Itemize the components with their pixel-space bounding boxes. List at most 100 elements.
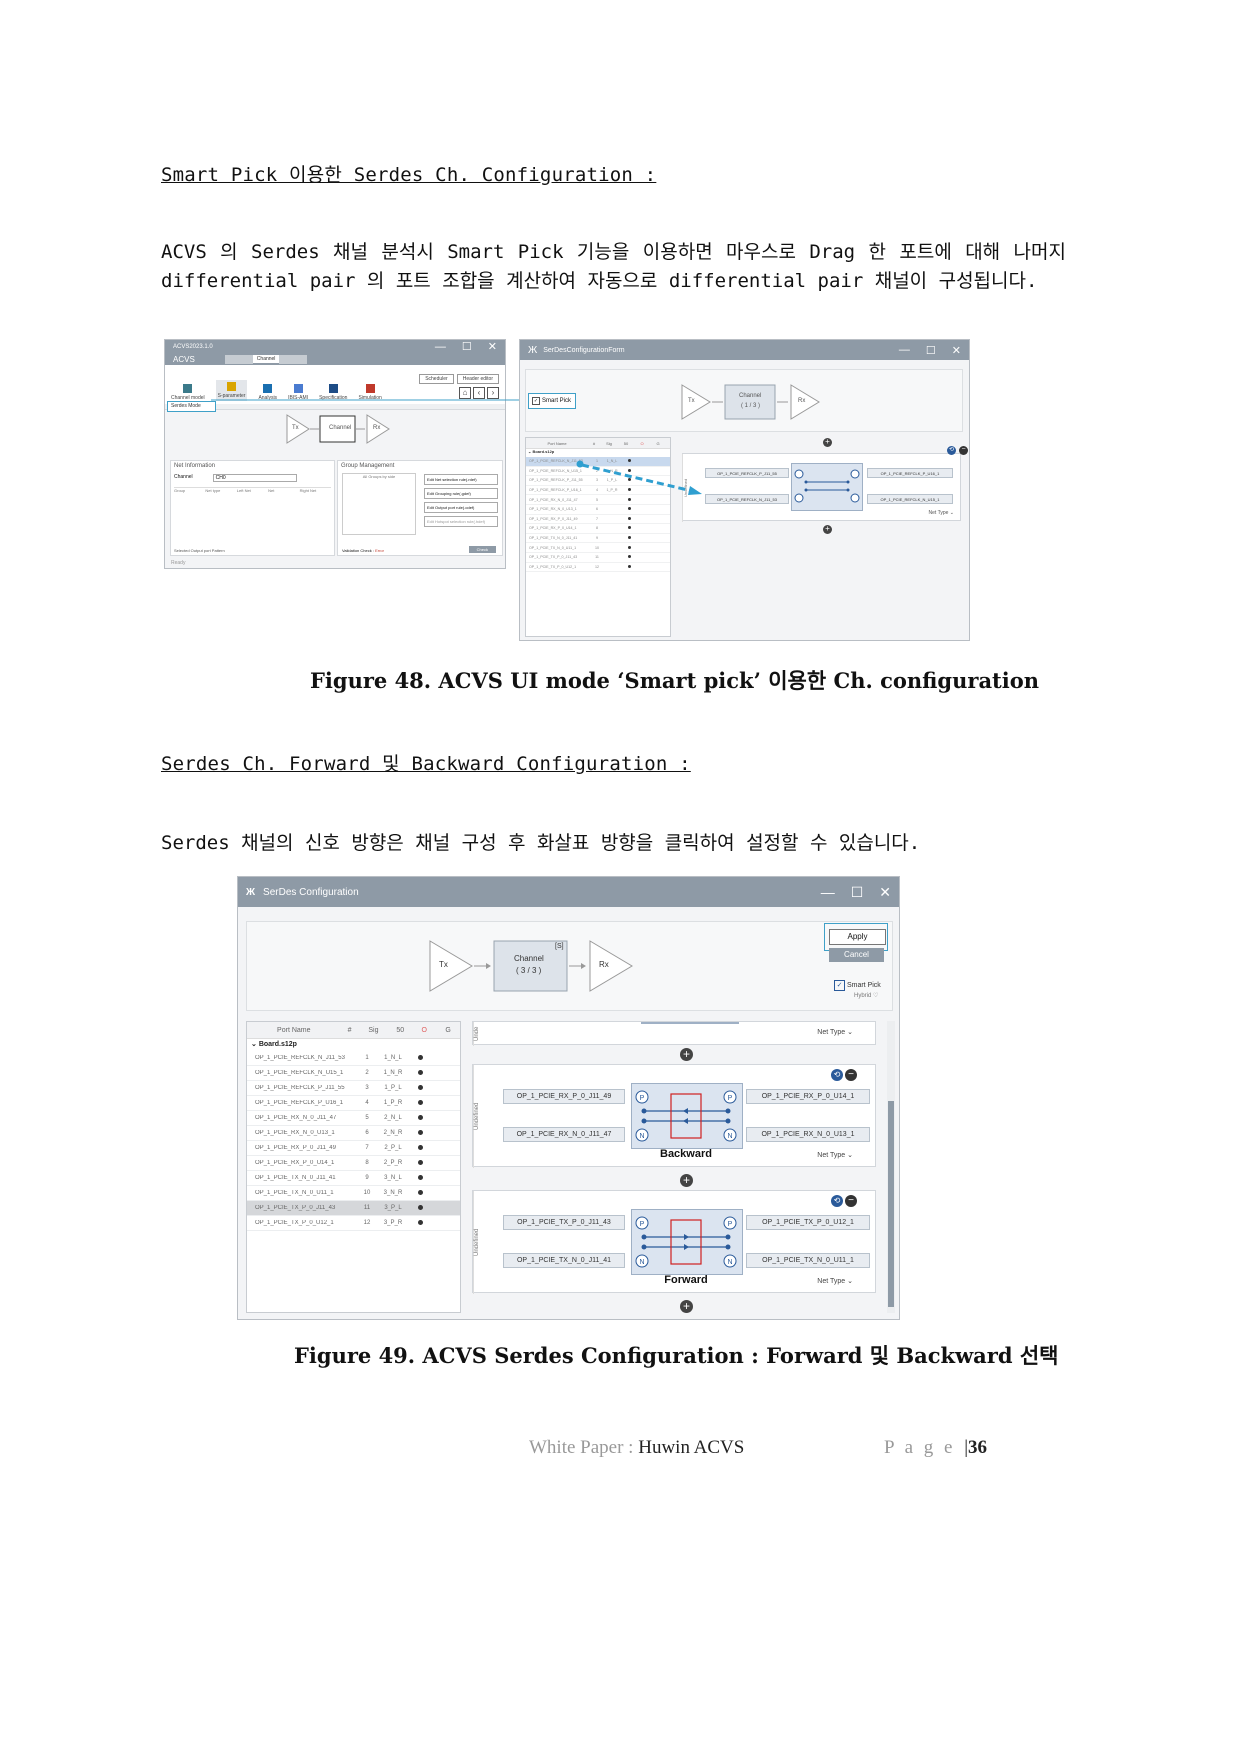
smart-pick-checkbox[interactable]: ✓ Smart Pick [834, 980, 881, 991]
chevron-left-icon[interactable]: ‹ [473, 387, 485, 399]
close-icon[interactable]: ✕ [879, 883, 891, 900]
col-port-name[interactable]: Port Name [277, 1026, 311, 1034]
tab-right[interactable] [279, 354, 308, 364]
port-right-bottom[interactable]: OP_1_PCIE_TX_N_0_U11_1 [746, 1253, 870, 1268]
swap-direction-icon[interactable]: ⟲ [831, 1195, 843, 1207]
maximize-icon[interactable]: ☐ [925, 344, 936, 357]
analysis-button[interactable]: Analysis [258, 384, 277, 401]
scheduler-button[interactable]: Scheduler [419, 374, 454, 384]
smart-pick-checkbox[interactable]: ✓Smart Pick [528, 393, 576, 409]
pair-connector[interactable] [791, 463, 863, 511]
groups-list[interactable]: All Groups by side [342, 473, 416, 535]
net-type-select[interactable]: Net Type ⌄ [928, 510, 954, 516]
port-right-top[interactable]: OP_1_PCIE_TX_P_0_U12_1 [746, 1215, 870, 1230]
port-right-top[interactable]: OP_1_PCIE_RX_P_0_U14_1 [746, 1089, 870, 1104]
ibis-ami-button[interactable]: IBIS-AMI [288, 384, 308, 401]
net-type-select[interactable]: Net Type ⌄ [817, 1029, 853, 1036]
tab-left[interactable] [224, 354, 253, 364]
col-50[interactable]: 50 [396, 1026, 405, 1034]
home-icon[interactable]: ⌂ [459, 387, 471, 399]
port-right-top[interactable]: OP_1_PCIE_REFCLK_P_U16_1 [867, 468, 953, 478]
add-group-icon[interactable]: + [823, 525, 832, 534]
port-right-bottom[interactable]: OP_1_PCIE_RX_N_0_U13_1 [746, 1127, 870, 1142]
net-type-select[interactable]: Net Type ⌄ [817, 1278, 853, 1285]
check-button[interactable]: Check [468, 546, 496, 553]
port-left-bottom[interactable]: OP_1_PCIE_RX_N_0_J11_47 [503, 1127, 625, 1142]
minimize-icon[interactable]: — [820, 884, 835, 900]
remove-group-icon[interactable]: − [845, 1195, 857, 1207]
edit-grouping-rule-button[interactable]: Edit Grouping rule(.gdef) [424, 488, 498, 499]
chevron-right-icon[interactable]: › [487, 387, 499, 399]
port-left-top[interactable]: OP_1_PCIE_REFCLK_P_J11_55 [705, 468, 789, 478]
col-num[interactable]: # [592, 440, 596, 446]
direction-connector[interactable]: P P N N [631, 1209, 743, 1275]
tree-root[interactable]: ⌄ Board.s12p [528, 449, 555, 454]
col-o[interactable]: O [421, 1026, 427, 1034]
col-g[interactable]: G [656, 440, 660, 446]
direction-label[interactable]: Backward [660, 1148, 712, 1160]
edit-hotspot-rule-button[interactable]: Edit Hotspot selection rule(.hdef) [424, 516, 498, 527]
port-left-bottom[interactable]: OP_1_PCIE_REFCLK_N_J11_53 [705, 494, 789, 504]
col-50[interactable]: 50 [623, 440, 629, 446]
scrollbar[interactable] [887, 1021, 895, 1313]
port-left-top[interactable]: OP_1_PCIE_TX_P_0_J11_43 [503, 1215, 625, 1230]
close-icon[interactable]: ✕ [487, 341, 497, 353]
channel-select[interactable]: CH0 [212, 474, 297, 482]
add-group-icon[interactable]: + [823, 438, 832, 447]
col-sig[interactable]: Sig [368, 1026, 379, 1034]
header-editor-button[interactable]: Header editor [456, 374, 499, 384]
edit-net-rule-button[interactable]: Edit Net selection rule(.rdef) [424, 474, 498, 485]
port-left-top[interactable]: OP_1_PCIE_RX_P_0_J11_49 [503, 1089, 625, 1104]
direction-connector[interactable]: P P N N [631, 1083, 743, 1149]
col-sig[interactable]: Sig [606, 440, 612, 446]
serdes-mode-field[interactable]: Serdes Mode [167, 401, 216, 412]
hybrid-option[interactable]: Hybrid ♡ [854, 993, 879, 999]
net-type-select[interactable]: Net Type ⌄ [817, 1152, 853, 1159]
add-group-icon[interactable]: + [680, 1300, 693, 1313]
remove-group-icon[interactable]: − [959, 446, 968, 455]
add-group-icon[interactable]: + [680, 1048, 693, 1061]
edit-output-rule-button[interactable]: Edit Output port rule(.odef) [424, 502, 498, 513]
tree-root[interactable]: ⌄ Board.s12p [251, 1041, 297, 1048]
specification-button[interactable]: Specification [319, 384, 347, 401]
add-group-icon[interactable]: + [680, 1174, 693, 1187]
apply-button[interactable]: Apply [829, 929, 886, 945]
channel-model-button[interactable]: Channel model [171, 384, 205, 401]
simulation-button[interactable]: Simulation [358, 384, 382, 401]
col-port-name[interactable]: Port Name [547, 440, 567, 446]
swap-direction-icon[interactable]: ⟲ [947, 446, 956, 455]
port-left-bottom[interactable]: OP_1_PCIE_TX_N_0_J11_41 [503, 1253, 625, 1268]
minimize-icon[interactable]: — [434, 340, 446, 353]
maximize-icon[interactable]: ☐ [850, 883, 864, 900]
maximize-icon[interactable]: ☐ [461, 341, 472, 353]
tab-channel[interactable]: Channel [252, 355, 280, 363]
col-o[interactable]: O [640, 440, 644, 446]
direction-label[interactable]: Forward [664, 1274, 708, 1286]
swap-direction-icon[interactable]: ⟲ [831, 1069, 843, 1081]
col-g[interactable]: G [445, 1026, 451, 1034]
port-right-bottom[interactable]: OP_1_PCIE_REFCLK_N_U15_1 [867, 494, 953, 504]
